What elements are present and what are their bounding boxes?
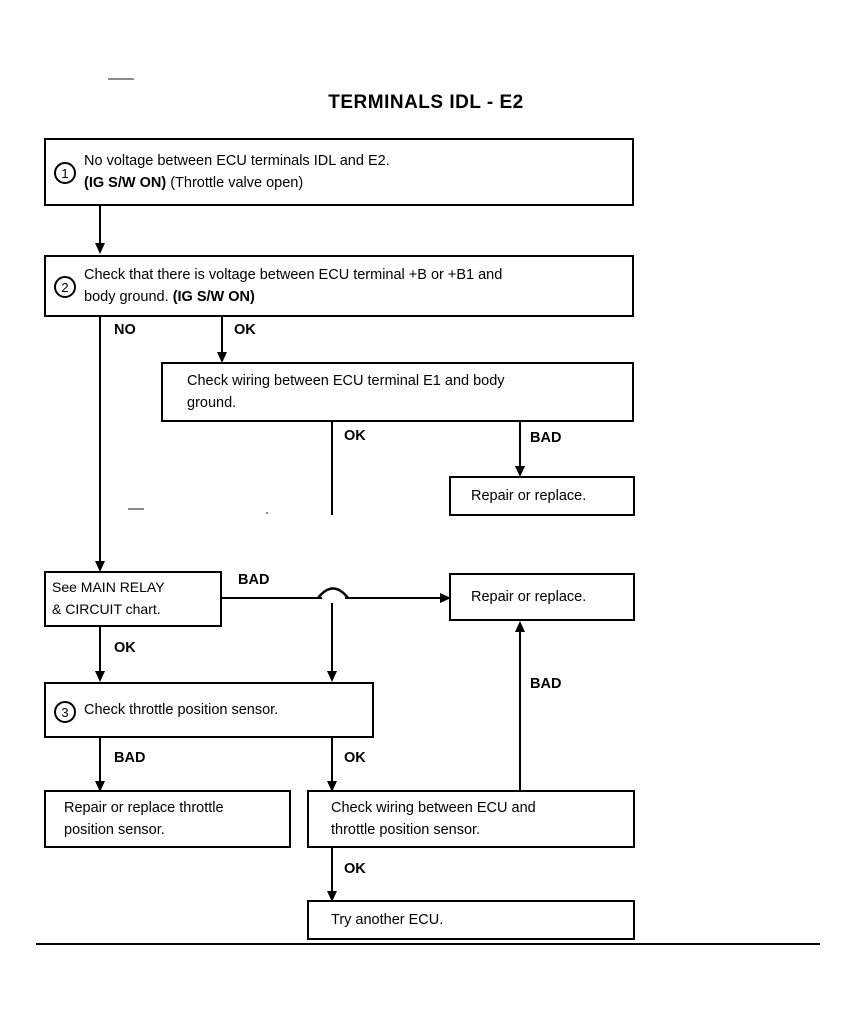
edge-label-bad-wiring: BAD <box>530 676 562 692</box>
step-marker-2: 2 <box>54 276 76 298</box>
flow-node-1-line2: (IG S/W ON) (Throttle valve open) <box>84 172 390 194</box>
arrowhead-n2-n5 <box>95 561 105 572</box>
flow-node-1-line1: No voltage between ECU terminals IDL and… <box>84 152 390 169</box>
edge-n2-n5-no <box>99 317 101 565</box>
flow-node-2-text: Check that there is voltage between ECU … <box>46 264 510 309</box>
step-marker-3: 3 <box>54 701 76 723</box>
flow-node-6: Repair or replace. <box>449 573 635 621</box>
arrowhead-n7-n8 <box>95 781 105 792</box>
flow-node-4: Repair or replace. <box>449 476 635 516</box>
flow-node-8-line1: Repair or replace throttle <box>64 799 224 816</box>
edge-n9-n10-ok <box>331 848 333 895</box>
edge-n7-n8-bad <box>99 738 101 785</box>
flow-node-3: Check wiring between ECU terminal E1 and… <box>161 362 634 422</box>
flow-node-3-text: Check wiring between ECU terminal E1 and… <box>163 370 513 415</box>
flow-node-2-line1: Check that there is voltage between ECU … <box>84 266 503 283</box>
arrowhead-n7-n9 <box>327 781 337 792</box>
step-marker-1: 1 <box>54 162 76 184</box>
flow-node-7-text: Check throttle position sensor. <box>46 699 286 721</box>
footer-divider <box>36 943 820 945</box>
arrowhead-n3-n7 <box>327 671 337 682</box>
scan-speck <box>266 512 268 514</box>
flow-node-2-line2: body ground. (IG S/W ON) <box>84 286 502 308</box>
edge-label-ok-top: OK <box>234 322 256 338</box>
edge-n3-n4-bad <box>519 422 521 470</box>
edge-n5-n6-bad-left <box>222 597 322 599</box>
flow-node-7: 3 Check throttle position sensor. <box>44 682 374 738</box>
flow-node-4-line1: Repair or replace. <box>471 487 587 504</box>
edge-label-ok-relay: OK <box>114 640 136 656</box>
flow-node-2: 2 Check that there is voltage between EC… <box>44 255 634 317</box>
scan-speck <box>108 78 134 80</box>
flow-node-10-text: Try another ECU. <box>309 909 451 931</box>
flow-node-10-line1: Try another ECU. <box>331 911 444 928</box>
flow-node-9-text: Check wiring between ECU and throttle po… <box>309 797 544 842</box>
flow-node-1: 1 No voltage between ECU terminals IDL a… <box>44 138 634 206</box>
arrowhead-n9-n6 <box>515 621 525 632</box>
flow-node-4-text: Repair or replace. <box>451 485 594 507</box>
line-hop-arc <box>317 587 349 599</box>
edge-n3-n7-ok <box>331 422 333 515</box>
flow-node-3-line2: ground. <box>187 395 237 411</box>
page-title: TERMINALS IDL - E2 <box>328 92 524 113</box>
edge-n7-n9-ok <box>331 738 333 785</box>
flow-node-6-text: Repair or replace. <box>451 586 594 608</box>
flow-node-2-line2-rest: body ground. <box>84 289 173 305</box>
arrowhead-n9-n10 <box>327 891 337 902</box>
flow-node-1-line2-rest: (Throttle valve open) <box>166 175 304 191</box>
arrowhead-n3-n4 <box>515 466 525 477</box>
arrowhead-n2-n3 <box>217 352 227 363</box>
edge-n9-n6-bad <box>519 632 521 790</box>
flow-node-2-line2-bold: (IG S/W ON) <box>172 289 255 305</box>
flow-node-1-text: No voltage between ECU terminals IDL and… <box>46 150 398 195</box>
flow-node-5: See MAIN RELAY & CIRCUIT chart. <box>44 571 222 627</box>
flow-node-7-line1: Check throttle position sensor. <box>84 701 279 718</box>
flow-node-3-line1: Check wiring between ECU terminal E1 and… <box>187 372 505 389</box>
edge-label-no: NO <box>114 322 136 338</box>
flow-node-8: Repair or replace throttle position sens… <box>44 790 291 848</box>
flow-node-1-line2-bold: (IG S/W ON) <box>84 175 167 191</box>
edge-n5-n7-ok <box>99 627 101 675</box>
edge-n2-n3-ok <box>221 317 223 357</box>
edge-label-ok-tps: OK <box>344 750 366 766</box>
flow-node-5-line2: & CIRCUIT chart. <box>52 601 161 617</box>
flow-node-5-text: See MAIN RELAY & CIRCUIT chart. <box>46 577 173 620</box>
arrowhead-n1-n2 <box>95 243 105 254</box>
flow-node-9-line2: throttle position sensor. <box>331 822 481 838</box>
edge-label-ok-wiring: OK <box>344 861 366 877</box>
edge-label-ok-e1: OK <box>344 428 366 444</box>
edge-n1-n2 <box>99 206 101 246</box>
arrowhead-n5-n6 <box>440 593 451 603</box>
edge-n3-n7-ok-lower <box>331 603 333 675</box>
arrowhead-n5-n7 <box>95 671 105 682</box>
flow-node-5-line1: See MAIN RELAY <box>52 579 165 596</box>
scan-speck <box>128 508 144 510</box>
edge-n5-n6-bad-right <box>345 597 450 599</box>
flow-node-9: Check wiring between ECU and throttle po… <box>307 790 635 848</box>
flow-node-6-line1: Repair or replace. <box>471 588 587 605</box>
edge-label-bad-tps: BAD <box>114 750 146 766</box>
flow-node-8-line2: position sensor. <box>64 822 165 838</box>
flow-node-8-text: Repair or replace throttle position sens… <box>46 797 232 842</box>
edge-label-bad-e1: BAD <box>530 430 562 446</box>
flow-node-10: Try another ECU. <box>307 900 635 940</box>
flow-node-9-line1: Check wiring between ECU and <box>331 799 536 816</box>
edge-label-bad-relay: BAD <box>238 572 270 588</box>
